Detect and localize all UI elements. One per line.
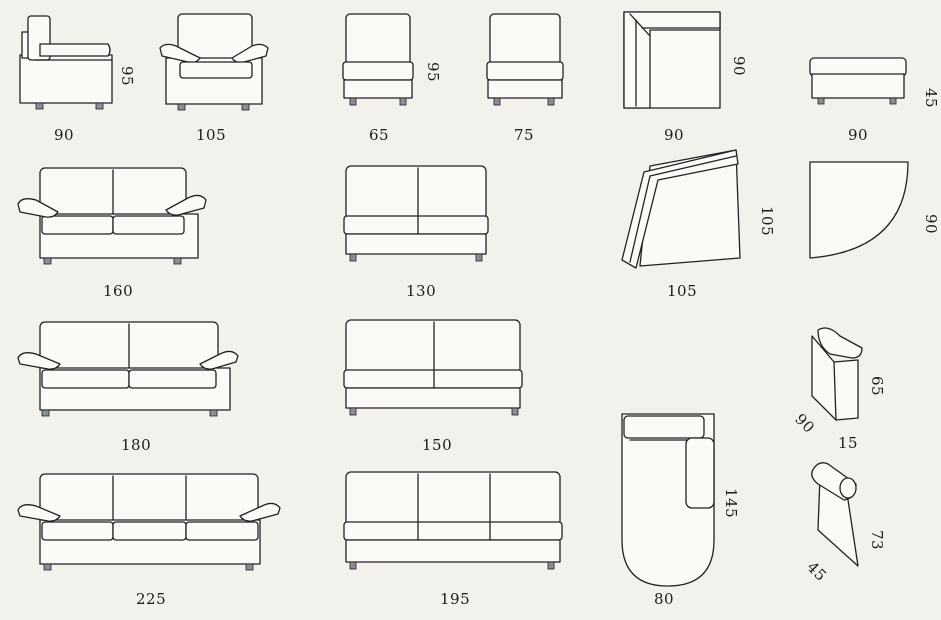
dim-corner-unit-height: 90 bbox=[730, 56, 748, 77]
dim-chaise-longue-length: 145 bbox=[722, 488, 740, 519]
sofa-3-seat-drawing bbox=[17, 321, 239, 417]
dim-armless-2-seat-width: 130 bbox=[406, 282, 437, 300]
dim-bolster-wedge-height: 73 bbox=[868, 530, 886, 551]
armless-chair-75-drawing bbox=[486, 13, 564, 106]
angled-corner-drawing bbox=[621, 149, 741, 269]
dim-armrest-module-width: 15 bbox=[838, 434, 859, 452]
armrest-module-drawing bbox=[811, 327, 863, 421]
quarter-round-drawing bbox=[809, 161, 909, 259]
dim-sofa-3-seat-large-width: 225 bbox=[136, 590, 167, 608]
armless-3-seat-large-drawing bbox=[343, 471, 563, 570]
dim-angled-corner-width: 105 bbox=[667, 282, 698, 300]
bolster-wedge-drawing bbox=[811, 462, 859, 567]
sofa-3-seat-large-drawing bbox=[17, 473, 281, 571]
dim-sofa-3-seat-width: 180 bbox=[121, 436, 152, 454]
dim-chaise-longue-width: 80 bbox=[654, 590, 675, 608]
dim-armless-chair-65-width: 65 bbox=[369, 126, 390, 144]
dim-armless-chair-75-width: 75 bbox=[514, 126, 535, 144]
dim-armrest-module-height: 65 bbox=[868, 376, 886, 397]
dim-sofa-2-seat-width: 160 bbox=[103, 282, 134, 300]
armchair-one-arm-drawing bbox=[19, 15, 113, 110]
dim-armless-chair-65-height: 95 bbox=[424, 62, 442, 83]
dim-armchair-one-arm-width: 90 bbox=[54, 126, 75, 144]
armchair-drawing bbox=[159, 13, 269, 111]
dim-angled-corner-height: 105 bbox=[758, 206, 776, 237]
dim-quarter-round-height: 90 bbox=[922, 214, 940, 235]
dim-corner-unit-width: 90 bbox=[664, 126, 685, 144]
dim-ottoman-width: 90 bbox=[848, 126, 869, 144]
armless-chair-65-drawing bbox=[342, 13, 414, 106]
dim-armless-3-seat-large-width: 195 bbox=[440, 590, 471, 608]
dim-armchair-width: 105 bbox=[196, 126, 227, 144]
ottoman-drawing bbox=[809, 57, 907, 105]
dim-armless-3-seat-width: 150 bbox=[422, 436, 453, 454]
corner-unit-drawing bbox=[623, 11, 721, 109]
dim-armchair-one-arm-height: 95 bbox=[118, 66, 136, 87]
armless-2-seat-drawing bbox=[343, 165, 489, 262]
chaise-longue-drawing bbox=[621, 413, 715, 587]
armless-3-seat-drawing bbox=[343, 319, 523, 416]
dim-ottoman-height: 45 bbox=[922, 88, 940, 109]
sofa-2-seat-drawing bbox=[17, 167, 207, 265]
